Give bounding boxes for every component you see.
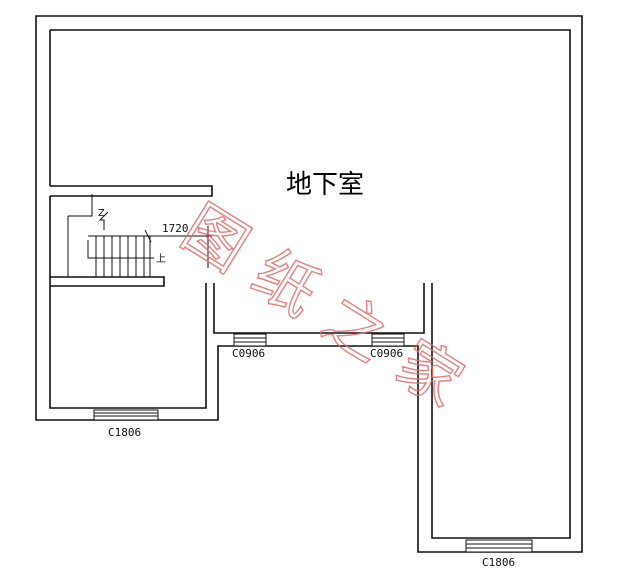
watermark: 图 纸 之 家 <box>169 190 476 421</box>
corridor-wall <box>213 283 425 334</box>
inner-wall-left-lower <box>49 196 207 409</box>
window-corridor-right-label: C0906 <box>370 347 403 360</box>
dimension-value: 1720 <box>162 222 189 235</box>
stair-room-top-wall <box>50 185 213 197</box>
window-corridor-left-label: C0906 <box>232 347 265 360</box>
inner-wall-outline <box>50 29 571 539</box>
window-corridor-left: C0906 <box>232 333 267 360</box>
watermark-char-3: 之 <box>310 281 401 376</box>
dimension-tick <box>144 229 152 243</box>
window-left-bottom-label: C1806 <box>108 426 141 439</box>
watermark-char-2: 纸 <box>240 236 331 331</box>
stair-room-bottom-wall <box>50 276 165 287</box>
stair-room: Z 上 <box>50 185 213 287</box>
stair-arrow-head <box>98 211 109 230</box>
stair-turn-mark: Z <box>98 208 105 219</box>
window-left-bottom: C1806 <box>93 409 159 439</box>
stair-up-mark: 上 <box>156 253 166 265</box>
stair-landing <box>88 235 151 277</box>
watermark-char-1: 图 <box>170 191 261 286</box>
stair-arrow <box>87 240 154 259</box>
window-right-bottom-label: C1806 <box>482 556 515 569</box>
dimension-1720: 1720 <box>144 222 212 268</box>
stair-treads <box>95 236 145 277</box>
room-title: 地下室 <box>286 170 364 200</box>
stair-outline <box>67 194 93 277</box>
window-corridor-right: C0906 <box>370 333 405 360</box>
window-right-bottom: C1806 <box>465 539 533 569</box>
